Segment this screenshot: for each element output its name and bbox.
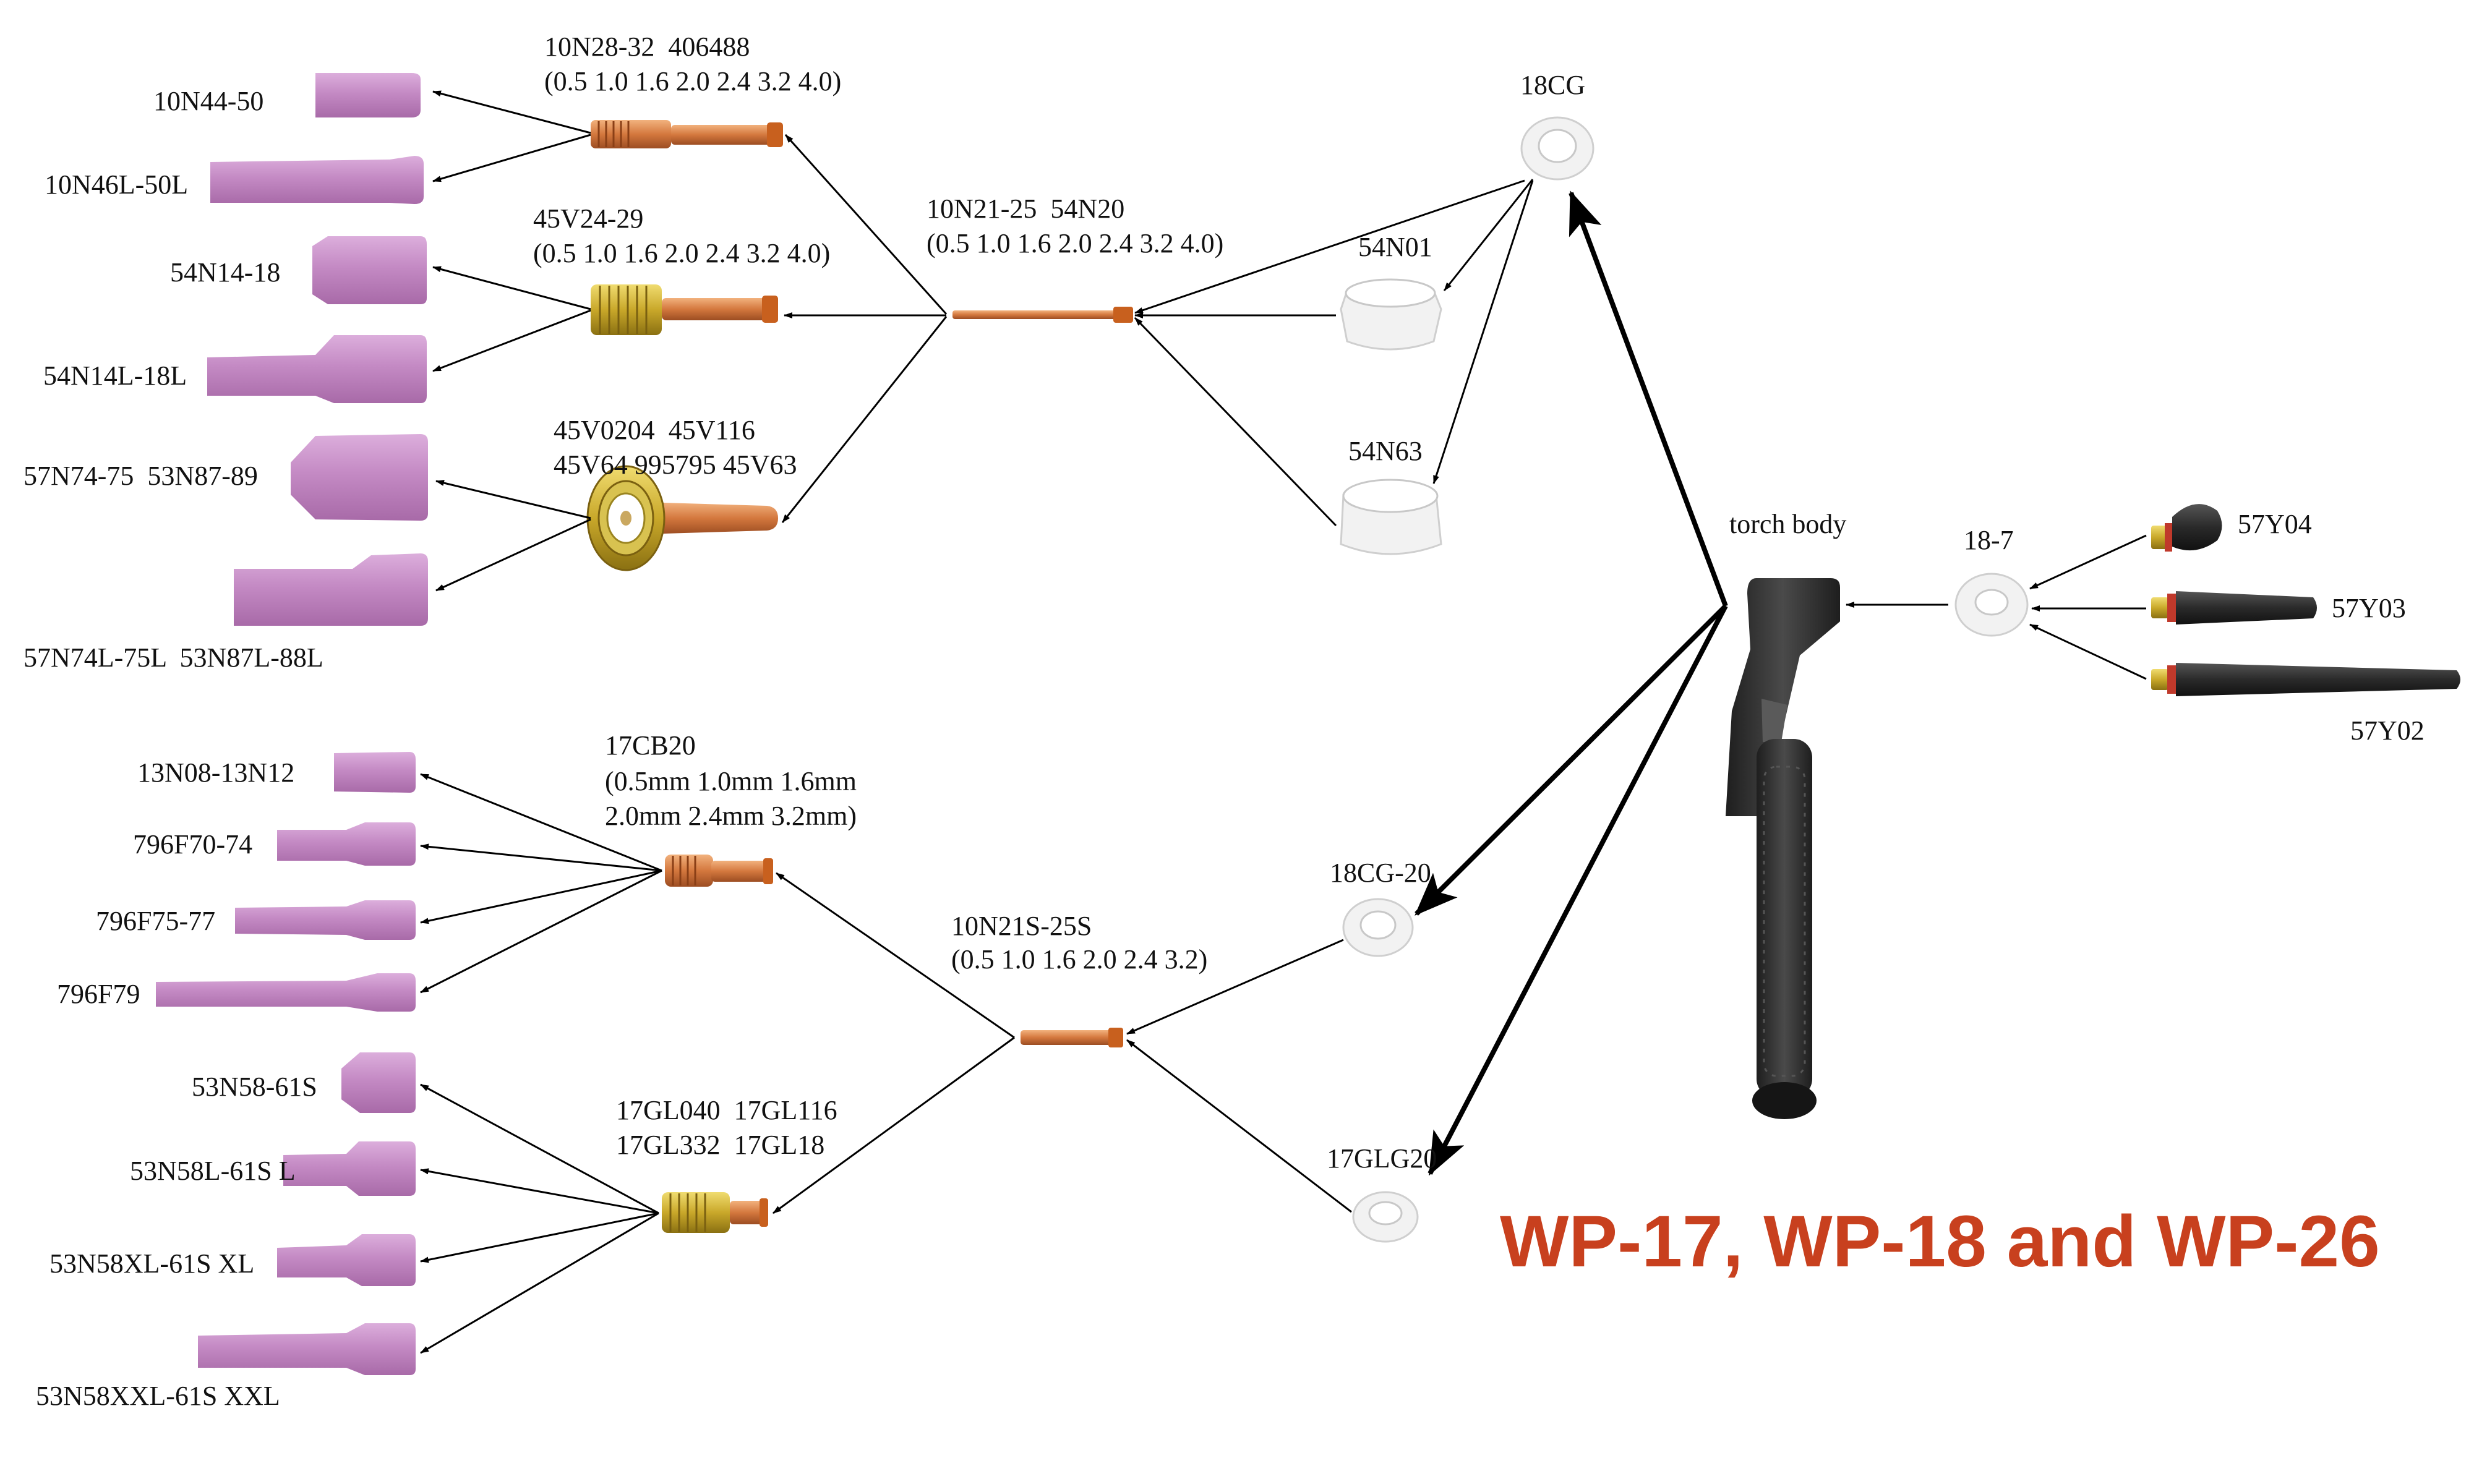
part-labels: 10N44-50 10N46L-50L 54N14-18 54N14L-18L …: [24, 32, 2425, 1411]
label-53n58l-61s-l: 53N58L-61S L: [130, 1156, 296, 1186]
label-45v0204: 45V0204 45V116: [554, 415, 755, 445]
insulator-18cg-20: [1342, 898, 1414, 957]
label-53n58-61s: 53N58-61S: [192, 1072, 317, 1102]
label-17cb20-sizes-1: (0.5mm 1.0mm 1.6mm: [605, 766, 857, 796]
label-54n01: 54N01: [1358, 232, 1432, 262]
collet-10n21s-25s: [1021, 1028, 1123, 1047]
insulator-54n63: [1340, 479, 1442, 555]
insulator-17glg20: [1352, 1191, 1419, 1243]
label-17gl040: 17GL040 17GL116: [616, 1095, 837, 1125]
label-45v24-29: 45V24-29: [533, 203, 643, 234]
cup-796f79: [156, 973, 416, 1012]
cup-53n58l-61s-l: [283, 1141, 416, 1196]
label-17cb20-sizes-2: 2.0mm 2.4mm 3.2mm): [605, 801, 857, 831]
gas-lens-17gl: [662, 1192, 768, 1233]
label-10n28-32: 10N28-32 406488: [544, 32, 750, 62]
cup-57n74l-75l: [234, 553, 428, 626]
label-torch-body: torch body: [1729, 509, 1846, 539]
cup-10n44-50: [315, 73, 421, 117]
label-57y04: 57Y04: [2238, 509, 2312, 539]
label-10n21-25: 10N21-25 54N20: [927, 194, 1124, 224]
label-18cg-20: 18CG-20: [1330, 858, 1431, 888]
insulator-18-7: [1954, 573, 2029, 637]
collet-10n21-25: [952, 307, 1133, 323]
back-cap-57y04: [2151, 504, 2222, 552]
insulator-54n01: [1340, 278, 1442, 351]
cup-796f70-74: [277, 822, 416, 866]
cup-10n46l-50l: [210, 156, 424, 204]
label-13n08-13n12: 13N08-13N12: [137, 757, 294, 788]
diagram-title: WP-17, WP-18 and WP-26: [1500, 1201, 2380, 1282]
label-10n28-32-sizes: (0.5 1.0 1.6 2.0 2.4 3.2 4.0): [544, 66, 841, 96]
label-18cg: 18CG: [1520, 70, 1585, 100]
torch-body: [1726, 578, 1840, 1119]
label-796f79: 796F79: [57, 979, 140, 1009]
label-10n21s-25s: 10N21S-25S: [951, 911, 1092, 941]
collet-body-10n28-32: [591, 120, 783, 148]
label-45v64: 45V64 995795 45V63: [554, 450, 797, 480]
label-57y02: 57Y02: [2350, 715, 2425, 746]
collet-body-17cb20: [665, 855, 773, 887]
label-53n58xxl-61s-xxl: 53N58XXL-61S XXL: [36, 1381, 280, 1411]
label-17gl332: 17GL332 17GL18: [616, 1130, 824, 1160]
cup-53n58xxl-61s-xxl: [198, 1323, 416, 1375]
cup-57n74-75: [291, 434, 428, 521]
label-10n44-50: 10N44-50: [153, 86, 263, 116]
cup-54n14l-18l: [207, 335, 427, 403]
connector-lines: [420, 90, 2147, 1354]
label-57n74l-75l: 57N74L-75L 53N87L-88L: [24, 642, 323, 673]
label-57y03: 57Y03: [2332, 593, 2406, 623]
label-45v24-29-sizes: (0.5 1.0 1.6 2.0 2.4 3.2 4.0): [533, 238, 830, 268]
label-54n14-18: 54N14-18: [170, 257, 280, 288]
label-17cb20: 17CB20: [605, 730, 696, 761]
gas-lens-45v0204: [586, 465, 778, 571]
back-cap-57y03: [2151, 591, 2317, 625]
label-796f75-77: 796F75-77: [96, 906, 215, 936]
label-54n63: 54N63: [1348, 436, 1423, 466]
insulator-18cg: [1520, 116, 1594, 181]
label-54n14l-18l: 54N14L-18L: [43, 360, 187, 391]
cup-53n58-61s: [341, 1052, 416, 1113]
label-17glg20: 17GLG20: [1327, 1143, 1437, 1174]
label-18-7: 18-7: [1964, 525, 2014, 555]
cup-796f75-77: [235, 900, 416, 940]
label-10n21s-25s-sizes: (0.5 1.0 1.6 2.0 2.4 3.2): [951, 944, 1207, 974]
label-53n58xl-61s-xl: 53N58XL-61S XL: [49, 1248, 254, 1279]
cup-53n58xl-61s-xl: [277, 1234, 416, 1286]
label-10n46l-50l: 10N46L-50L: [45, 169, 188, 200]
label-796f70-74: 796F70-74: [133, 829, 252, 859]
gas-lens-45v24-29: [591, 284, 778, 335]
label-57n74-75: 57N74-75 53N87-89: [24, 461, 258, 491]
back-cap-57y02: [2151, 663, 2460, 696]
cup-13n08-13n12: [334, 752, 416, 793]
cup-54n14-18: [312, 236, 427, 304]
label-10n21-25-sizes: (0.5 1.0 1.6 2.0 2.4 3.2 4.0): [927, 228, 1223, 258]
